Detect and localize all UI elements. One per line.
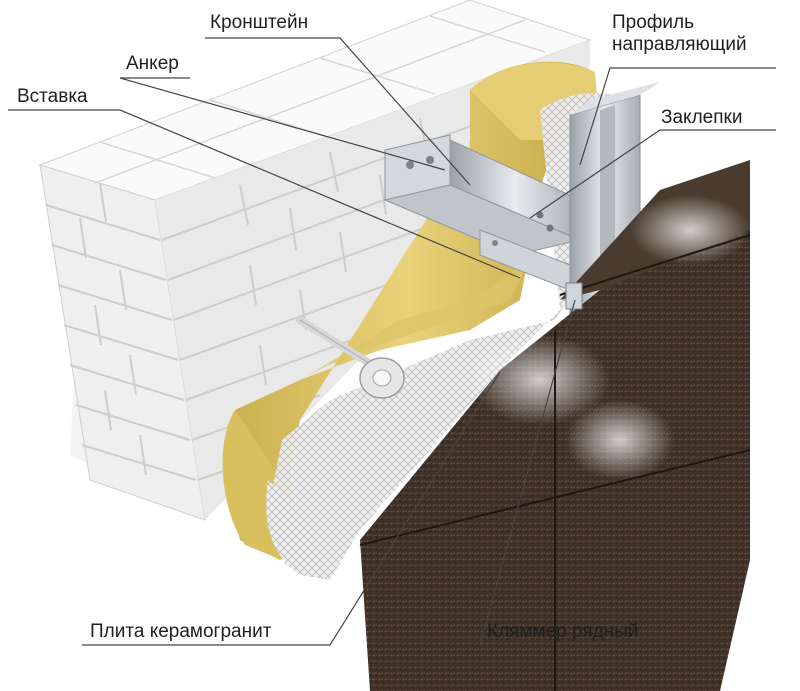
label-guide-profile: Профиль направляющий: [612, 12, 747, 56]
label-rivets: Заклепки: [661, 107, 742, 129]
label-guide-profile-line1: Профиль: [612, 12, 747, 34]
label-anchor: Анкер: [126, 53, 179, 75]
label-bracket: Кронштейн: [210, 12, 308, 34]
label-insert: Вставка: [17, 86, 88, 108]
label-porcelain-tile: Плита керамогранит: [90, 621, 271, 643]
label-guide-profile-line2: направляющий: [612, 34, 747, 56]
label-row-clamp: Кляммер рядный: [487, 621, 638, 643]
